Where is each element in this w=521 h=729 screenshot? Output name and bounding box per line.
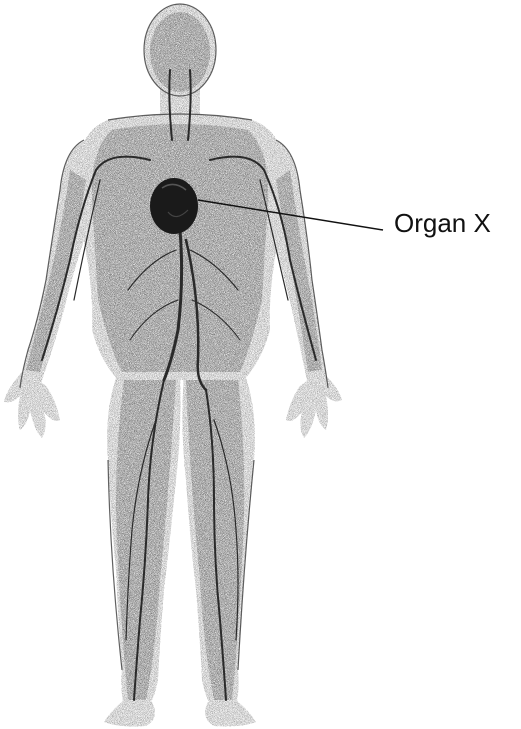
right-hand: [286, 372, 342, 438]
heart-organ-x: [150, 178, 198, 234]
right-foot: [205, 700, 256, 727]
left-hand: [4, 372, 60, 438]
human-body: [4, 4, 342, 727]
organ-x-label: Organ X: [394, 208, 491, 239]
left-foot: [104, 700, 155, 727]
